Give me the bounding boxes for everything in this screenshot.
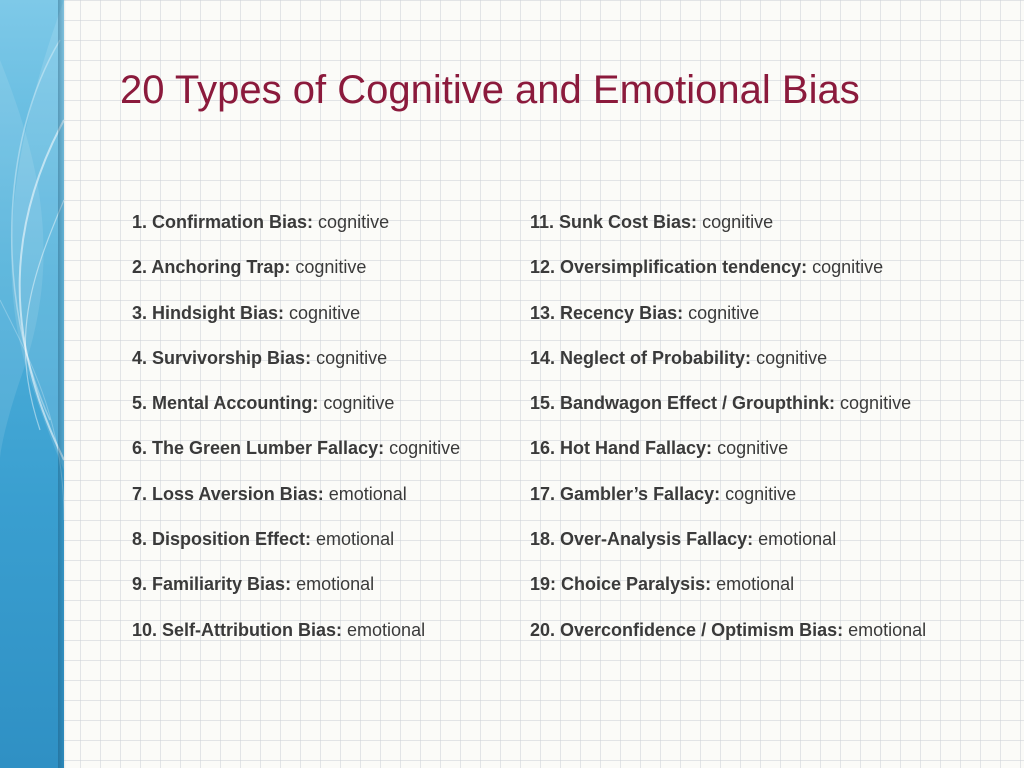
bias-name: 9. Familiarity Bias: — [132, 574, 292, 595]
bias-name: 13. Recency Bias: — [530, 302, 684, 323]
bias-name: 11. Sunk Cost Bias: — [530, 212, 698, 232]
bias-item: 9. Familiarity Bias: emotional — [132, 567, 460, 612]
side-decoration-band — [0, 0, 64, 768]
bias-name: 5. Mental Accounting: — [132, 393, 319, 414]
bias-type: cognitive — [702, 212, 774, 232]
bias-name: 7. Loss Aversion Bias: — [132, 483, 324, 504]
bias-name: 16. Hot Hand Fallacy: — [530, 438, 713, 459]
bias-type: cognitive — [389, 438, 461, 459]
bias-type: cognitive — [756, 347, 828, 368]
bias-item: 15. Bandwagon Effect / Groupthink: cogni… — [530, 386, 926, 431]
bias-item: 2. Anchoring Trap: cognitive — [132, 250, 460, 295]
bias-type: emotional — [328, 483, 407, 504]
bias-type: cognitive — [318, 212, 390, 232]
bias-item: 14. Neglect of Probability: cognitive — [530, 341, 926, 386]
bias-item: 10. Self-Attribution Bias: emotional — [132, 613, 460, 658]
bias-type: cognitive — [316, 347, 388, 368]
bias-type: emotional — [296, 574, 375, 595]
bias-item: 5. Mental Accounting: cognitive — [132, 386, 460, 431]
bias-item: 16. Hot Hand Fallacy: cognitive — [530, 431, 926, 476]
wave-decoration — [0, 0, 64, 521]
bias-type: emotional — [347, 619, 426, 640]
bias-item: 6. The Green Lumber Fallacy: cognitive — [132, 431, 460, 476]
bias-name: 20. Overconfidence / Optimism Bias: — [530, 619, 844, 640]
bias-name: 2. Anchoring Trap: — [132, 257, 291, 278]
bias-item: 19: Choice Paralysis: emotional — [530, 567, 926, 612]
bias-item: 12. Oversimplification tendency: cogniti… — [530, 250, 926, 295]
bias-type: cognitive — [725, 483, 797, 504]
bias-type: cognitive — [295, 257, 367, 278]
bias-type: cognitive — [688, 302, 760, 323]
bias-type: cognitive — [840, 393, 912, 414]
bias-type: cognitive — [812, 257, 884, 278]
bias-name: 15. Bandwagon Effect / Groupthink: — [530, 393, 836, 414]
bias-type: emotional — [848, 619, 927, 640]
bias-name: 12. Oversimplification tendency: — [530, 257, 808, 278]
bias-name: 19: Choice Paralysis: — [530, 574, 712, 595]
bias-item: 20. Overconfidence / Optimism Bias: emot… — [530, 613, 926, 658]
bias-name: 8. Disposition Effect: — [132, 529, 312, 550]
bias-name: 1. Confirmation Bias: — [132, 212, 314, 232]
bias-name: 18. Over-Analysis Fallacy: — [530, 529, 754, 550]
bias-type: cognitive — [289, 302, 361, 323]
bias-name: 4. Survivorship Bias: — [132, 347, 312, 368]
bias-name: 17. Gambler’s Fallacy: — [530, 483, 721, 504]
bias-type: cognitive — [717, 438, 789, 459]
bias-list-left: 1. Confirmation Bias: cognitive 2. Ancho… — [132, 205, 460, 658]
bias-type: emotional — [316, 529, 395, 550]
bias-type: emotional — [758, 529, 837, 550]
bias-item: 18. Over-Analysis Fallacy: emotional — [530, 522, 926, 567]
bias-type: cognitive — [323, 393, 395, 414]
bias-item: 7. Loss Aversion Bias: emotional — [132, 477, 460, 522]
side-band-shadow — [58, 0, 66, 768]
bias-item: 11. Sunk Cost Bias: cognitive — [530, 205, 926, 250]
bias-item: 17. Gambler’s Fallacy: cognitive — [530, 477, 926, 522]
bias-list-right: 11. Sunk Cost Bias: cognitive 12. Oversi… — [530, 205, 926, 658]
bias-name: 6. The Green Lumber Fallacy: — [132, 438, 385, 459]
bias-item: 3. Hindsight Bias: cognitive — [132, 296, 460, 341]
bias-item: 4. Survivorship Bias: cognitive — [132, 341, 460, 386]
bias-item: 1. Confirmation Bias: cognitive — [132, 205, 460, 250]
bias-item: 13. Recency Bias: cognitive — [530, 296, 926, 341]
bias-name: 3. Hindsight Bias: — [132, 302, 285, 323]
bias-name: 14. Neglect of Probability: — [530, 347, 752, 368]
slide-title: 20 Types of Cognitive and Emotional Bias — [120, 68, 860, 112]
bias-item: 8. Disposition Effect: emotional — [132, 522, 460, 567]
bias-name: 10. Self-Attribution Bias: — [132, 619, 343, 640]
bias-type: emotional — [716, 574, 795, 595]
